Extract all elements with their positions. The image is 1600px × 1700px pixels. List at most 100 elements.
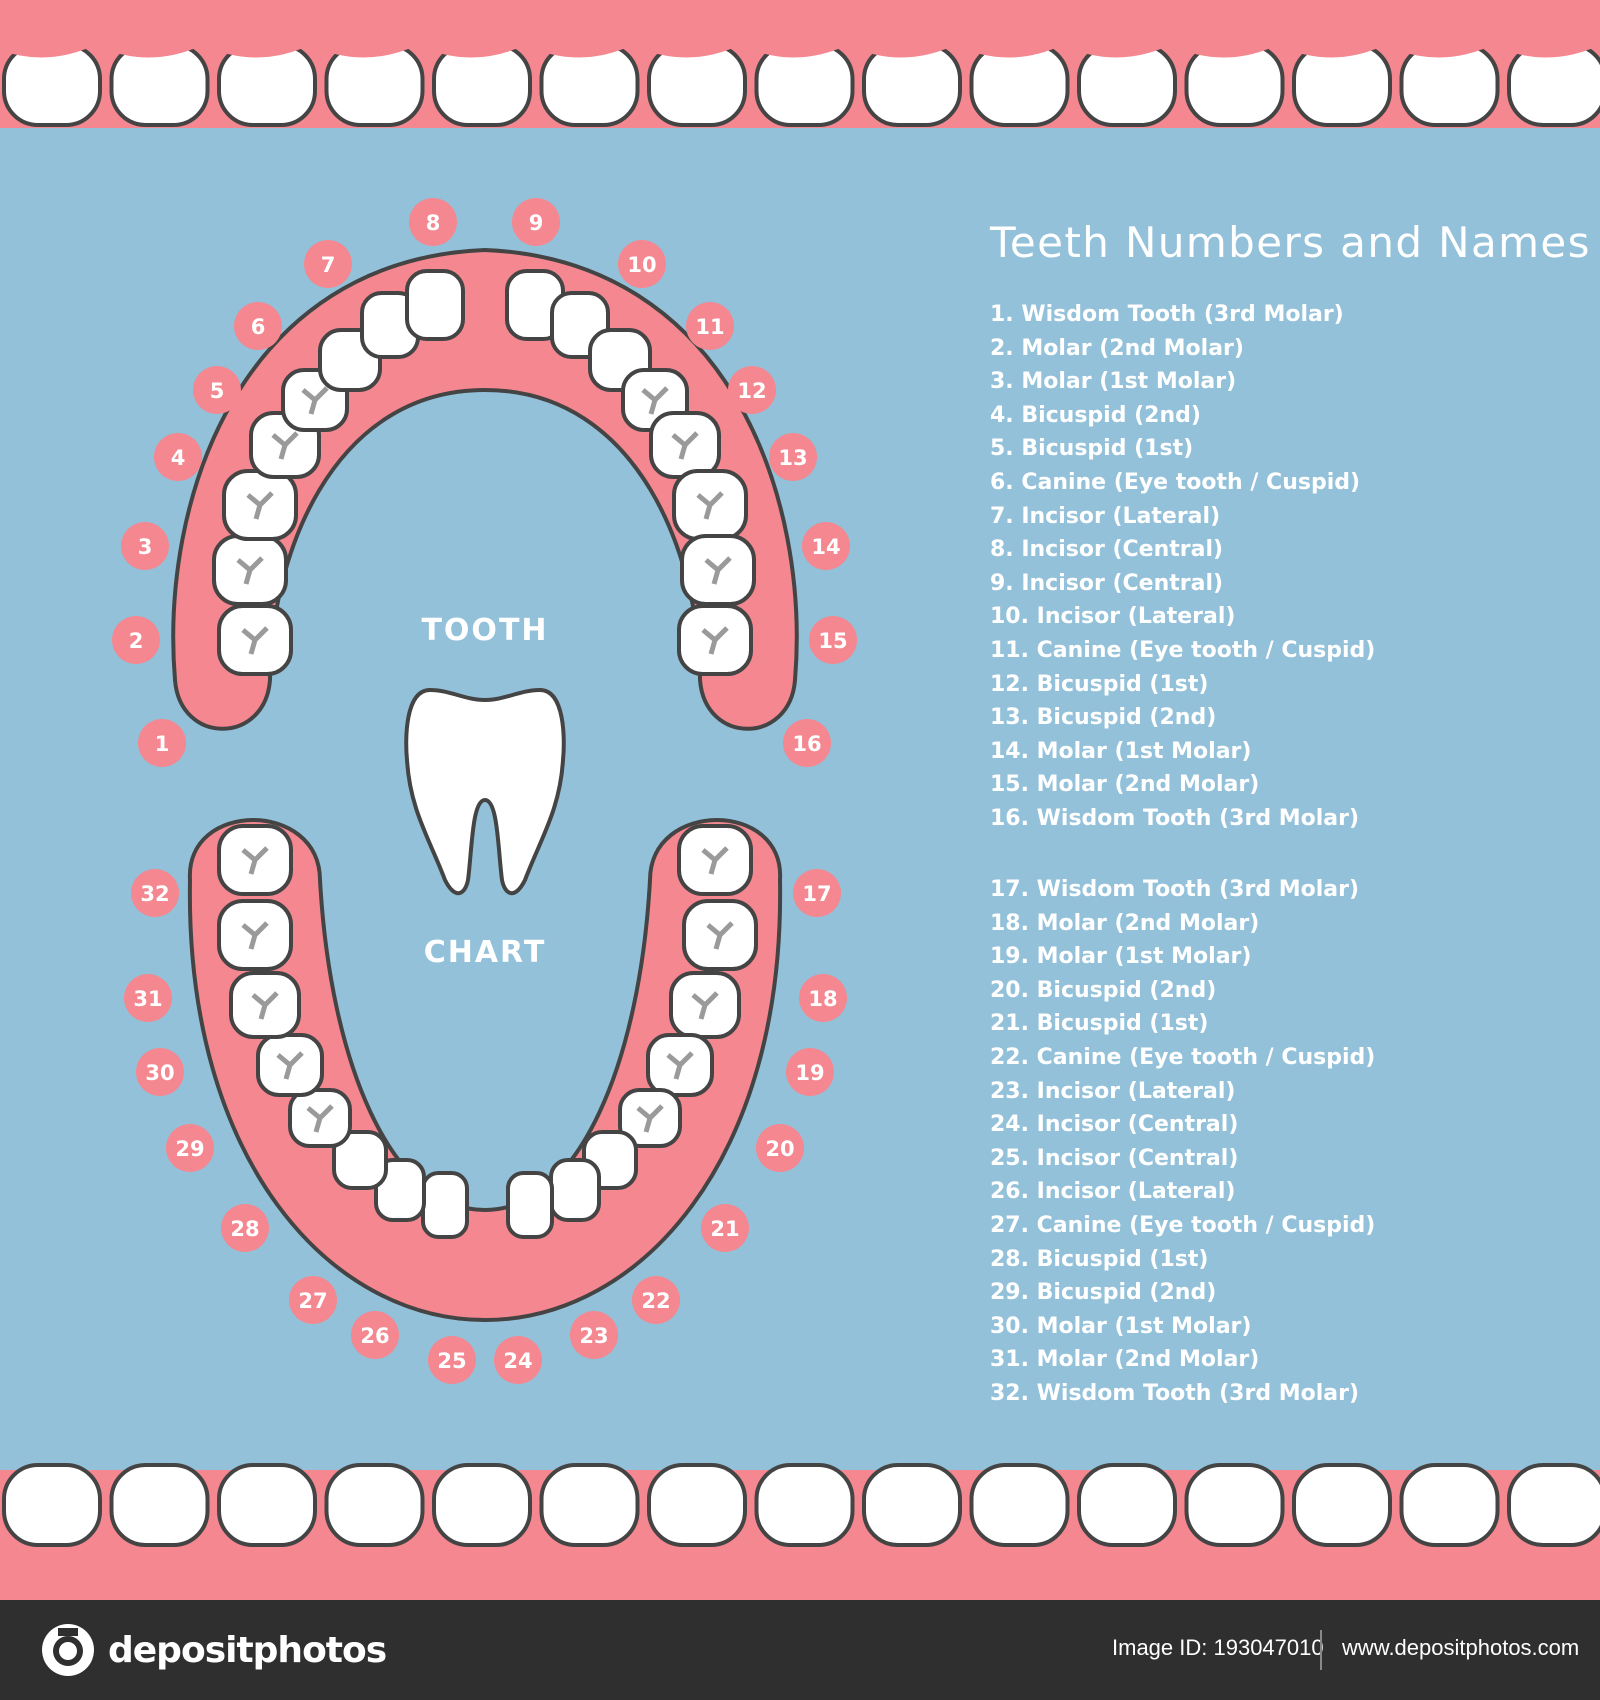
chart-title-bottom: CHART bbox=[424, 935, 547, 970]
tooth-list-item: 30. Molar (1st Molar) bbox=[990, 1313, 1252, 1339]
tooth-fissure bbox=[701, 626, 729, 655]
tooth-list-item: 22. Canine (Eye tooth / Cuspid) bbox=[990, 1044, 1376, 1070]
tooth-number-label: 2 bbox=[129, 629, 144, 653]
border-tooth-bottom bbox=[1292, 1463, 1392, 1547]
tooth-list-item: 14. Molar (1st Molar) bbox=[990, 738, 1252, 764]
tooth-number-label: 7 bbox=[321, 253, 336, 277]
tooth-list-item: 10. Incisor (Lateral) bbox=[990, 604, 1236, 630]
tooth-list-item: 20. Bicuspid (2nd) bbox=[990, 977, 1217, 1003]
arch-tooth bbox=[332, 1130, 388, 1190]
tooth-fissure bbox=[706, 921, 734, 950]
tooth-number-badge bbox=[221, 1204, 269, 1252]
tooth-number-badge bbox=[166, 1124, 214, 1172]
tooth-number-label: 1 bbox=[155, 732, 170, 756]
tooth-list-item: 12. Bicuspid (1st) bbox=[990, 671, 1209, 697]
tooth-number-label: 12 bbox=[737, 379, 766, 403]
tooth-list-item: 17. Wisdom Tooth (3rd Molar) bbox=[990, 877, 1360, 902]
tooth-fissure bbox=[241, 626, 269, 655]
tooth-list-item: 9. Incisor (Central) bbox=[990, 570, 1224, 596]
tooth-number-label: 8 bbox=[426, 211, 441, 235]
tooth-number-badge bbox=[512, 198, 560, 246]
tooth-number-label: 18 bbox=[808, 987, 837, 1011]
tooth-number-label: 15 bbox=[818, 629, 847, 653]
tooth-number-label: 3 bbox=[138, 535, 153, 559]
logo-text: depositphotos bbox=[108, 1629, 387, 1671]
tooth-number-badge bbox=[570, 1311, 618, 1359]
tooth-number-label: 31 bbox=[133, 987, 162, 1011]
border-tooth-bottom bbox=[109, 1463, 210, 1547]
tooth-fissure bbox=[251, 991, 279, 1020]
tooth-number-label: 11 bbox=[695, 315, 724, 339]
tooth-number-badge bbox=[351, 1311, 399, 1359]
tooth-fissure bbox=[246, 491, 274, 520]
tooth-number-badge bbox=[799, 974, 847, 1022]
tooth-fissure bbox=[671, 431, 699, 460]
tooth-number-label: 22 bbox=[641, 1289, 670, 1313]
tooth-number-badge bbox=[769, 433, 817, 481]
tooth-number-label: 19 bbox=[795, 1061, 824, 1085]
tooth-list-item: 27. Canine (Eye tooth / Cuspid) bbox=[990, 1212, 1376, 1238]
tooth-number-label: 14 bbox=[811, 535, 840, 559]
tooth-number-badge bbox=[121, 522, 169, 570]
border-tooth-bottom bbox=[1399, 1463, 1500, 1547]
image-id: Image ID: 193047010 bbox=[1112, 1635, 1324, 1660]
arch-tooth bbox=[506, 1171, 554, 1239]
border-tooth-top bbox=[969, 43, 1070, 127]
border-tooth-bottom bbox=[324, 1463, 425, 1547]
tooth-list-item: 19. Molar (1st Molar) bbox=[990, 944, 1252, 970]
tooth-icon bbox=[404, 687, 566, 896]
border-tooth-bottom bbox=[754, 1463, 855, 1547]
footer-divider bbox=[1320, 1630, 1322, 1670]
tooth-fissure bbox=[636, 1104, 664, 1133]
tooth-fissure bbox=[276, 1051, 304, 1080]
border-tooth-bottom bbox=[1507, 1463, 1600, 1547]
tooth-list-item: 1. Wisdom Tooth (3rd Molar) bbox=[990, 302, 1344, 327]
tooth-list-item: 8. Incisor (Central) bbox=[990, 537, 1224, 563]
tooth-number-label: 32 bbox=[140, 882, 169, 906]
tooth-number-badge bbox=[809, 616, 857, 664]
tooth-number-badge bbox=[409, 198, 457, 246]
tooth-number-badge bbox=[786, 1048, 834, 1096]
tooth-number-badge bbox=[802, 522, 850, 570]
tooth-list-item: 13. Bicuspid (2nd) bbox=[990, 705, 1217, 731]
tooth-fissure bbox=[704, 556, 732, 585]
tooth-list-item: 32. Wisdom Tooth (3rd Molar) bbox=[990, 1380, 1360, 1406]
tooth-list-item: 29. Bicuspid (2nd) bbox=[990, 1280, 1217, 1306]
border-tooth-top bbox=[432, 43, 532, 127]
tooth-list-item: 28. Bicuspid (1st) bbox=[990, 1246, 1209, 1272]
tooth-number-badge bbox=[632, 1276, 680, 1324]
tooth-number-label: 20 bbox=[765, 1137, 794, 1161]
tooth-number-label: 30 bbox=[145, 1061, 174, 1085]
tooth-number-label: 25 bbox=[437, 1349, 466, 1373]
border-tooth-bottom bbox=[1184, 1463, 1285, 1547]
tooth-fissure bbox=[701, 846, 729, 875]
tooth-number-badge bbox=[793, 869, 841, 917]
border-tooth-bottom bbox=[217, 1463, 317, 1547]
tooth-number-label: 16 bbox=[792, 732, 821, 756]
border-tooth-top bbox=[1399, 43, 1500, 127]
tooth-number-label: 6 bbox=[251, 315, 266, 339]
border-tooth-top bbox=[1077, 43, 1177, 127]
border-tooth-top bbox=[647, 43, 747, 127]
bottom-border-teeth bbox=[2, 1463, 1600, 1547]
tooth-number-badge bbox=[289, 1276, 337, 1324]
site-url[interactable]: www.depositphotos.com bbox=[1342, 1635, 1580, 1660]
border-tooth-top bbox=[324, 43, 425, 127]
tooth-number-badge bbox=[618, 240, 666, 288]
arch-teeth bbox=[212, 269, 758, 1239]
tooth-list-item: 15. Molar (2nd Molar) bbox=[990, 772, 1260, 798]
border-tooth-bottom bbox=[862, 1463, 962, 1547]
border-tooth-bottom bbox=[969, 1463, 1070, 1547]
tooth-number-label: 27 bbox=[298, 1289, 327, 1313]
tooth-fissure bbox=[691, 991, 719, 1020]
arch-tooth bbox=[421, 1171, 469, 1239]
tooth-fissure bbox=[241, 846, 269, 875]
footer-bar: depositphotos Image ID: 193047010 www.de… bbox=[0, 1600, 1600, 1700]
arch-tooth bbox=[374, 1158, 426, 1222]
tooth-list-item: 7. Incisor (Lateral) bbox=[990, 503, 1221, 529]
tooth-number-label: 9 bbox=[529, 211, 544, 235]
camera-icon bbox=[42, 1624, 94, 1676]
